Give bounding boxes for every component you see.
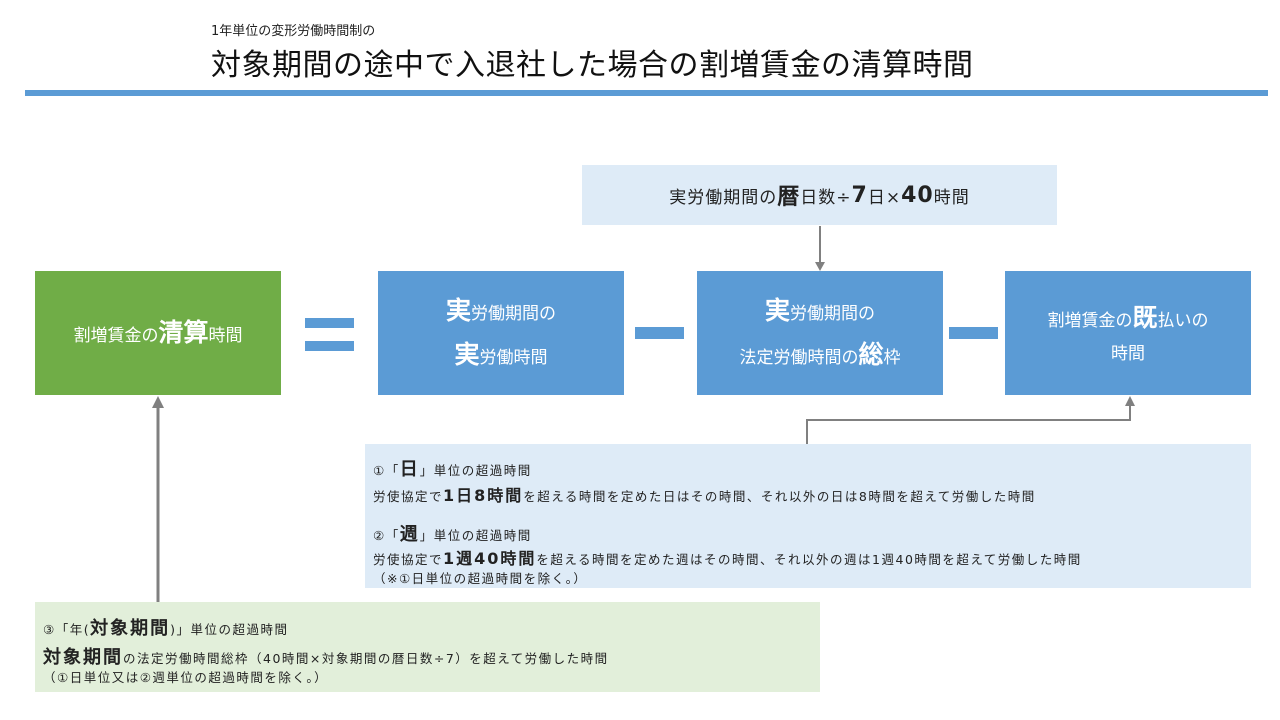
annual-body-post: の法定労働時間総枠（40時間×対象期間の暦日数÷7）を超えて労働した時間 [123,651,609,666]
daily-heading-post: 」単位の超過時間 [419,463,532,478]
weekly-body-bold: 1週40時間 [443,549,537,568]
weekly-body: 労使協定で1週40時間を超える時間を定めた週はその時間、それ以外の週は1週40時… [373,545,1082,569]
annual-note: （①日単位又は②週単位の超過時間を除く。） [43,670,329,685]
weekly-note: （※①日単位の超過時間を除く。） [373,571,588,586]
minus-sign-1 [635,327,684,339]
box-actual-line1: 実労働期間の [446,289,556,333]
box-settlement-bold: 清算 [158,318,209,348]
box-already-paid: 割増賃金の既払いの 時間 [1005,271,1251,395]
weekly-heading-bold: 週 [399,524,420,545]
annual-heading: ③「年(対象期間)」単位の超過時間 [43,614,288,640]
daily-heading-pre: ①「 [373,463,400,478]
box-paid-line1: 割増賃金の既払いの [1047,296,1208,340]
daily-body-bold: 1日8時間 [443,486,524,505]
box-paid-line2: 時間 [1111,344,1145,364]
panel-annual: ③「年(対象期間)」単位の超過時間 対象期間の法定労働時間総枠（40時間×対象期… [35,602,820,692]
annual-heading-bold: 対象期間 [90,618,171,639]
box-actual-line2-text: 労働時間 [479,348,548,368]
annual-heading-post: )」単位の超過時間 [170,622,289,637]
box-legal-line1-text: 労働期間の [790,304,875,325]
annual-heading-pre: ③「年( [43,622,91,637]
equals-sign-bottom [305,341,354,351]
box-actual-hours: 実労働期間の 実労働時間 [378,271,624,395]
daily-heading: ①「日」単位の超過時間 [373,455,532,481]
box-legal-line2-bold: 総 [858,340,884,369]
formula-bold-7: 7 [851,182,868,208]
box-legal-line2-post: 枠 [883,348,901,368]
box-settlement-line: 割増賃金の清算時間 [73,311,242,355]
box-legal-line1: 実労働期間の [765,289,875,333]
box-settlement-time: 割増賃金の清算時間 [35,271,281,395]
formula-bold-reki: 暦 [777,185,801,210]
panel-daily-weekly: ①「日」単位の超過時間 労使協定で1日8時間を超える時間を定めた日はその時間、そ… [365,444,1251,588]
box-paid-line1-post: 払いの [1157,311,1209,332]
formula-mid2: 日× [867,187,902,208]
connector-arrow-blue-panel [806,396,1135,446]
subtitle: 1年単位の変形労働時間制の [211,24,376,39]
annual-body-bold: 対象期間 [43,647,123,668]
weekly-body-pre: 労使協定で [373,552,444,567]
formula-bold-40: 40 [901,182,934,208]
annual-body: 対象期間の法定労働時間総枠（40時間×対象期間の暦日数÷7）を超えて労働した時間 [43,643,609,669]
box-settlement-post: 時間 [208,326,243,347]
box-actual-line1-bold: 実 [445,296,471,326]
weekly-heading: ②「週」単位の超過時間 [373,520,532,546]
weekly-body-post: を超える時間を定めた週はその時間、それ以外の週は1週40時間を超えて労働した時間 [536,552,1082,567]
box-legal-line2: 法定労働時間の総枠 [739,333,900,377]
box-legal-line1-bold: 実 [764,296,790,326]
box-actual-line2-bold: 実 [454,340,480,369]
box-legal-frame: 実労働期間の 法定労働時間の総枠 [697,271,943,395]
box-actual-line1-text: 労働期間の [471,304,556,325]
box-paid-line1-bold: 既 [1132,303,1158,333]
box-settlement-pre: 割増賃金の [73,326,159,347]
box-paid-line1-pre: 割増賃金の [1047,311,1133,332]
equals-sign-top [305,318,354,328]
formula-pre: 実労働期間の [669,187,778,208]
minus-sign-2 [949,327,998,339]
formula-post: 時間 [933,187,970,208]
title-underline [25,90,1268,96]
daily-body-post: を超える時間を定めた日はその時間、それ以外の日は8時間を超えて労働した時間 [523,489,1036,504]
daily-body: 労使協定で1日8時間を超える時間を定めた日はその時間、それ以外の日は8時間を超え… [373,482,1036,506]
page-title: 対象期間の途中で入退社した場合の割増賃金の清算時間 [211,48,974,83]
weekly-heading-post: 」単位の超過時間 [419,528,532,543]
daily-heading-bold: 日 [399,459,420,480]
connector-arrow-formula [815,226,825,271]
formula-mid1: 日数÷ [800,187,852,208]
box-actual-line2: 実労働時間 [454,333,547,377]
box-legal-line2-pre: 法定労働時間の [739,348,859,368]
weekly-heading-pre: ②「 [373,528,400,543]
connector-arrow-green-panel [152,396,164,603]
daily-body-pre: 労使協定で [373,489,444,504]
